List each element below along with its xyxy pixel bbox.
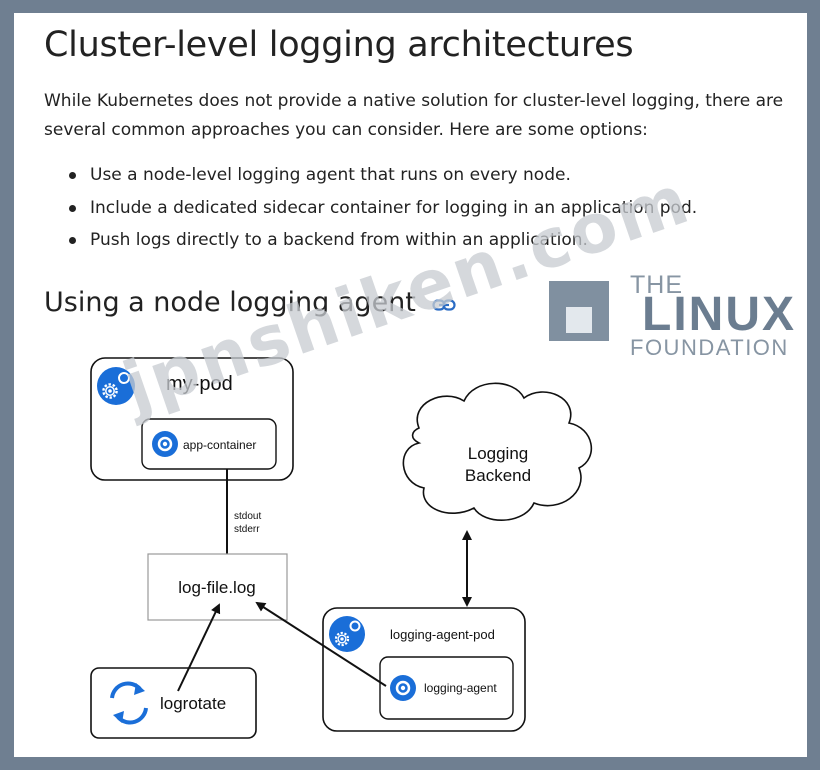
list-item: Push logs directly to a backend from wit… <box>44 224 697 257</box>
logging-backend-cloud: Logging Backend <box>402 382 593 521</box>
list-item-text: Push logs directly to a backend from wit… <box>90 230 588 250</box>
agent-pod-label: logging-agent-pod <box>390 627 495 642</box>
logo-text-the: THE <box>630 271 683 299</box>
section-heading-text: Using a node logging agent <box>44 287 416 318</box>
logo-text-foundation: FOUNDATION <box>630 335 789 360</box>
bullet <box>69 204 76 212</box>
logo-mark <box>549 281 609 341</box>
list-item: Use a node-level logging agent that runs… <box>44 159 697 192</box>
backend-label-line2: Backend <box>465 466 531 485</box>
logrotate-arrow <box>177 603 221 692</box>
gear-icon <box>390 675 416 701</box>
logging-agent-box: logging-agent <box>379 656 514 720</box>
content-frame: Cluster-level logging architectures Whil… <box>14 13 807 757</box>
backend-label-line1: Logging <box>468 444 529 463</box>
bullet <box>69 237 76 244</box>
rotate-icon <box>110 681 148 725</box>
gear-icon <box>97 367 135 405</box>
list-item-text: Include a dedicated sidecar container fo… <box>90 197 698 218</box>
section-heading: Using a node logging agent <box>44 287 457 319</box>
logging-architecture-diagram: my-pod app-container stdout stderr log-f… <box>90 357 593 739</box>
options-list: Use a node-level logging agent that runs… <box>44 159 697 257</box>
log-file-label: log-file.log <box>178 578 256 597</box>
agent-read-arrow <box>255 601 387 687</box>
logrotate-box: logrotate <box>90 667 257 739</box>
container-name-label: app-container <box>183 438 256 452</box>
link-icon[interactable] <box>432 288 457 319</box>
logo-text-linux: LINUX <box>642 288 796 341</box>
intro-paragraph: While Kubernetes does not provide a nati… <box>44 91 784 140</box>
pod-name-label: my-pod <box>166 373 233 395</box>
logrotate-label: logrotate <box>160 694 226 713</box>
list-item: Include a dedicated sidecar container fo… <box>44 192 697 225</box>
gear-icon <box>152 431 178 457</box>
linux-foundation-logo: THE LINUX FOUNDATION <box>546 271 807 361</box>
agent-label: logging-agent <box>424 681 497 695</box>
page-title: Cluster-level logging architectures <box>44 25 634 65</box>
list-item-text: Use a node-level logging agent that runs… <box>90 165 571 185</box>
stderr-label: stderr <box>234 524 260 535</box>
app-container-box: app-container <box>141 418 277 470</box>
gear-icon <box>329 616 365 652</box>
bullet <box>69 172 76 179</box>
stdout-label: stdout <box>234 511 261 522</box>
